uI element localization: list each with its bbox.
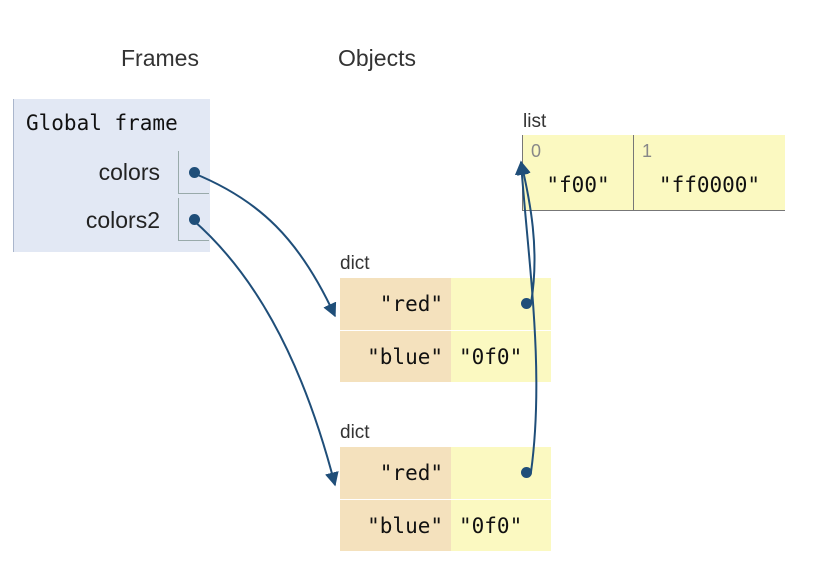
pointer-dot[interactable] xyxy=(521,467,532,478)
pointer-dot[interactable] xyxy=(189,167,200,178)
dict-label: dict xyxy=(340,422,370,443)
pointer-dot[interactable] xyxy=(521,298,532,309)
arrow-colors-to-dict xyxy=(192,172,337,318)
dict-object[interactable]: "red" "blue" "0f0" xyxy=(340,278,551,382)
objects-header: Objects xyxy=(338,45,416,71)
arrow-dict1-red-to-list xyxy=(517,160,536,304)
variable-slot-colors[interactable] xyxy=(178,151,209,194)
dict-row: "red" xyxy=(340,278,551,330)
list-object[interactable]: 0 "f00" 1 "ff0000" xyxy=(522,135,785,211)
list-cell: 0 "f00" xyxy=(522,135,633,211)
global-frame: Global frame colors colors2 xyxy=(13,99,210,252)
dict-value-pointer xyxy=(451,447,551,499)
variable-slot-colors2[interactable] xyxy=(178,198,209,241)
dict-key: "blue" xyxy=(340,499,451,551)
variable-name-colors2: colors2 xyxy=(85,207,160,233)
list-index: 1 xyxy=(642,141,653,161)
frames-header: Frames xyxy=(121,45,199,71)
dict-object[interactable]: "red" "blue" "0f0" xyxy=(340,447,551,551)
list-index: 0 xyxy=(531,141,542,161)
dict-value: "0f0" xyxy=(451,499,551,551)
list-cell: 1 "ff0000" xyxy=(633,135,785,211)
arrow-colors2-to-dict xyxy=(192,219,339,487)
dict-key: "red" xyxy=(340,278,451,330)
dict-key: "red" xyxy=(340,447,451,499)
dict-row: "red" xyxy=(340,447,551,499)
dict-key: "blue" xyxy=(340,330,451,382)
global-frame-title: Global frame xyxy=(26,111,178,135)
arrow-dict2-red-to-list xyxy=(514,160,538,473)
list-value: "f00" xyxy=(546,173,610,197)
dict-row: "blue" "0f0" xyxy=(340,499,551,551)
variable-name-colors: colors xyxy=(98,159,160,185)
pointer-dot[interactable] xyxy=(189,214,200,225)
list-label: list xyxy=(523,111,547,132)
dict-label: dict xyxy=(340,253,370,274)
list-value: "ff0000" xyxy=(658,173,761,197)
